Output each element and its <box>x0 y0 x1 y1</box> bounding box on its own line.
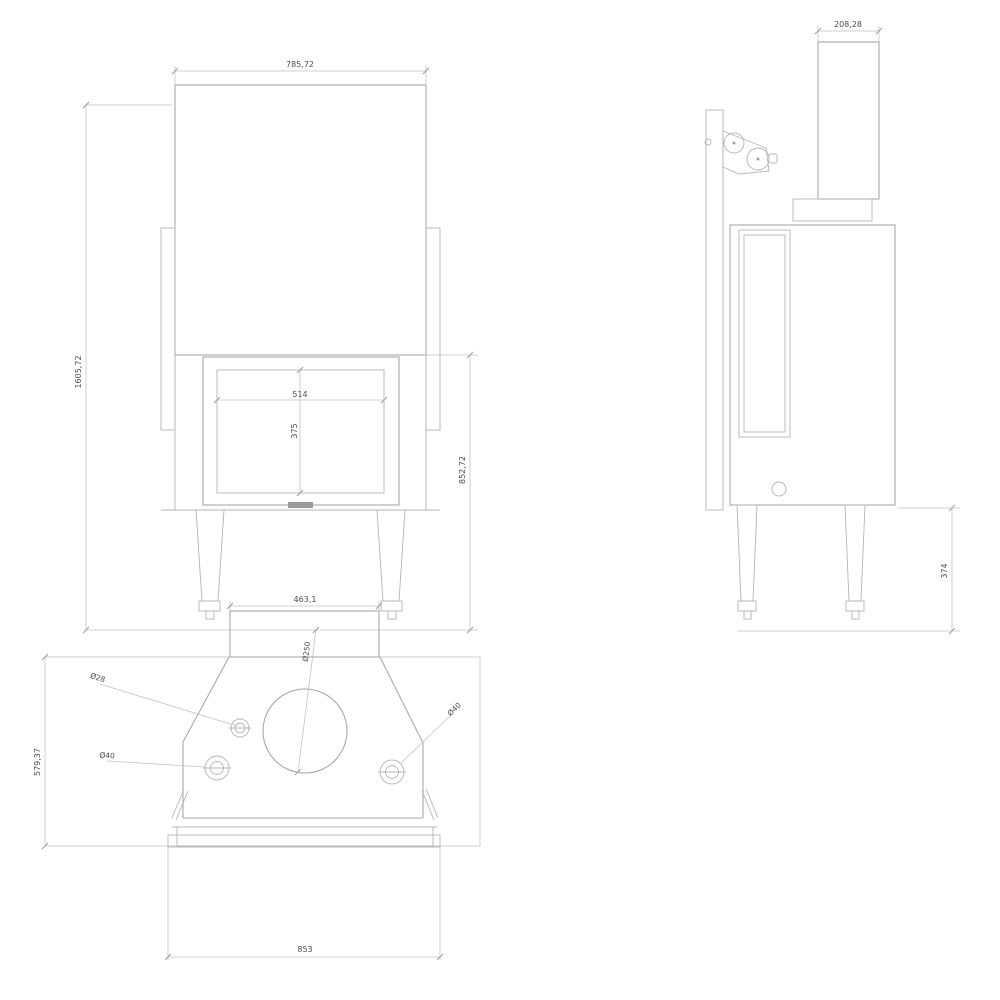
glass-width-label: 514 <box>292 390 307 399</box>
pulley-bracket <box>722 130 770 175</box>
front-leg-left <box>195 509 225 602</box>
glass-height-label: 375 <box>290 423 299 438</box>
hole-top-left-label: Ø28 <box>89 671 107 684</box>
hole-right <box>378 713 453 785</box>
side-dimension-lines <box>737 26 960 632</box>
front-foot-left-stem <box>205 610 215 620</box>
leg-height-label: 374 <box>940 563 949 578</box>
hole-top-left <box>99 683 251 738</box>
top-body-outline <box>182 656 424 819</box>
top-width-label: 463,1 <box>294 595 317 604</box>
side-body <box>729 224 896 506</box>
hole-bottom-left-leader <box>106 760 206 768</box>
heat-channel-outer <box>738 229 791 438</box>
top-view: 463,1 Ø250 Ø28 Ø40 Ø40 579,37 853 <box>33 595 481 961</box>
side-leg-left <box>736 504 758 602</box>
strip-hole <box>704 138 712 146</box>
hole-bottom-left-label: Ø40 <box>99 751 115 761</box>
cleanout-hole <box>771 481 787 497</box>
side-foot-right <box>845 600 865 612</box>
flue-diameter-label: Ø250 <box>301 641 312 662</box>
side-leg-right <box>844 504 866 602</box>
front-body-height-label: 852,72 <box>458 456 467 484</box>
flue-outlet-circle <box>262 688 348 774</box>
air-grille <box>288 502 313 508</box>
top-plate <box>229 610 380 658</box>
front-view: 785,72 1605,72 852,72 514 375 <box>74 60 478 634</box>
front-leg-right <box>376 509 406 602</box>
front-panel-flange <box>167 834 441 848</box>
door-swing-ticks <box>171 788 439 821</box>
hole-top-left-leader <box>99 683 238 727</box>
hole-bottom-left <box>106 755 231 781</box>
pulley-large-axle <box>756 157 760 161</box>
hole-right-leader <box>399 713 453 765</box>
side-foot-right-stem <box>851 610 860 620</box>
glass-dimension-ticks <box>213 366 388 497</box>
back-mount-strip <box>705 109 724 511</box>
glass-dimension-lines <box>217 370 384 493</box>
side-panel-right <box>425 227 441 431</box>
front-foot-left <box>198 600 221 612</box>
side-dimension-ticks <box>814 27 956 635</box>
firebox-frame-inner <box>216 369 385 494</box>
side-foot-left <box>737 600 757 612</box>
top-dimension-ticks <box>41 602 444 961</box>
front-panel <box>176 826 434 847</box>
flue-collar <box>792 198 873 222</box>
side-panel-left <box>160 227 176 431</box>
flue-duct <box>817 41 880 200</box>
bottom-width-label: 853 <box>297 945 312 954</box>
front-dimension-ticks <box>82 67 474 634</box>
pulley-small <box>723 132 745 154</box>
side-foot-left-stem <box>743 610 752 620</box>
front-dimension-lines <box>85 66 478 631</box>
front-foot-right <box>380 600 403 612</box>
hole-right-label: Ø40 <box>446 700 464 717</box>
pulley-small-axle <box>732 141 736 145</box>
front-width-label: 785,72 <box>286 60 314 69</box>
front-foot-right-stem <box>387 610 397 620</box>
side-view: 208,28 374 <box>704 20 960 635</box>
firebox-frame-outer <box>202 356 400 506</box>
pulley-nub <box>768 153 778 164</box>
hood-outline <box>174 84 427 356</box>
depth-label: 579,37 <box>33 748 42 776</box>
heat-channel-inner <box>743 234 786 433</box>
front-height-label: 1605,72 <box>74 355 83 388</box>
flue-width-label: 208,28 <box>834 20 862 29</box>
